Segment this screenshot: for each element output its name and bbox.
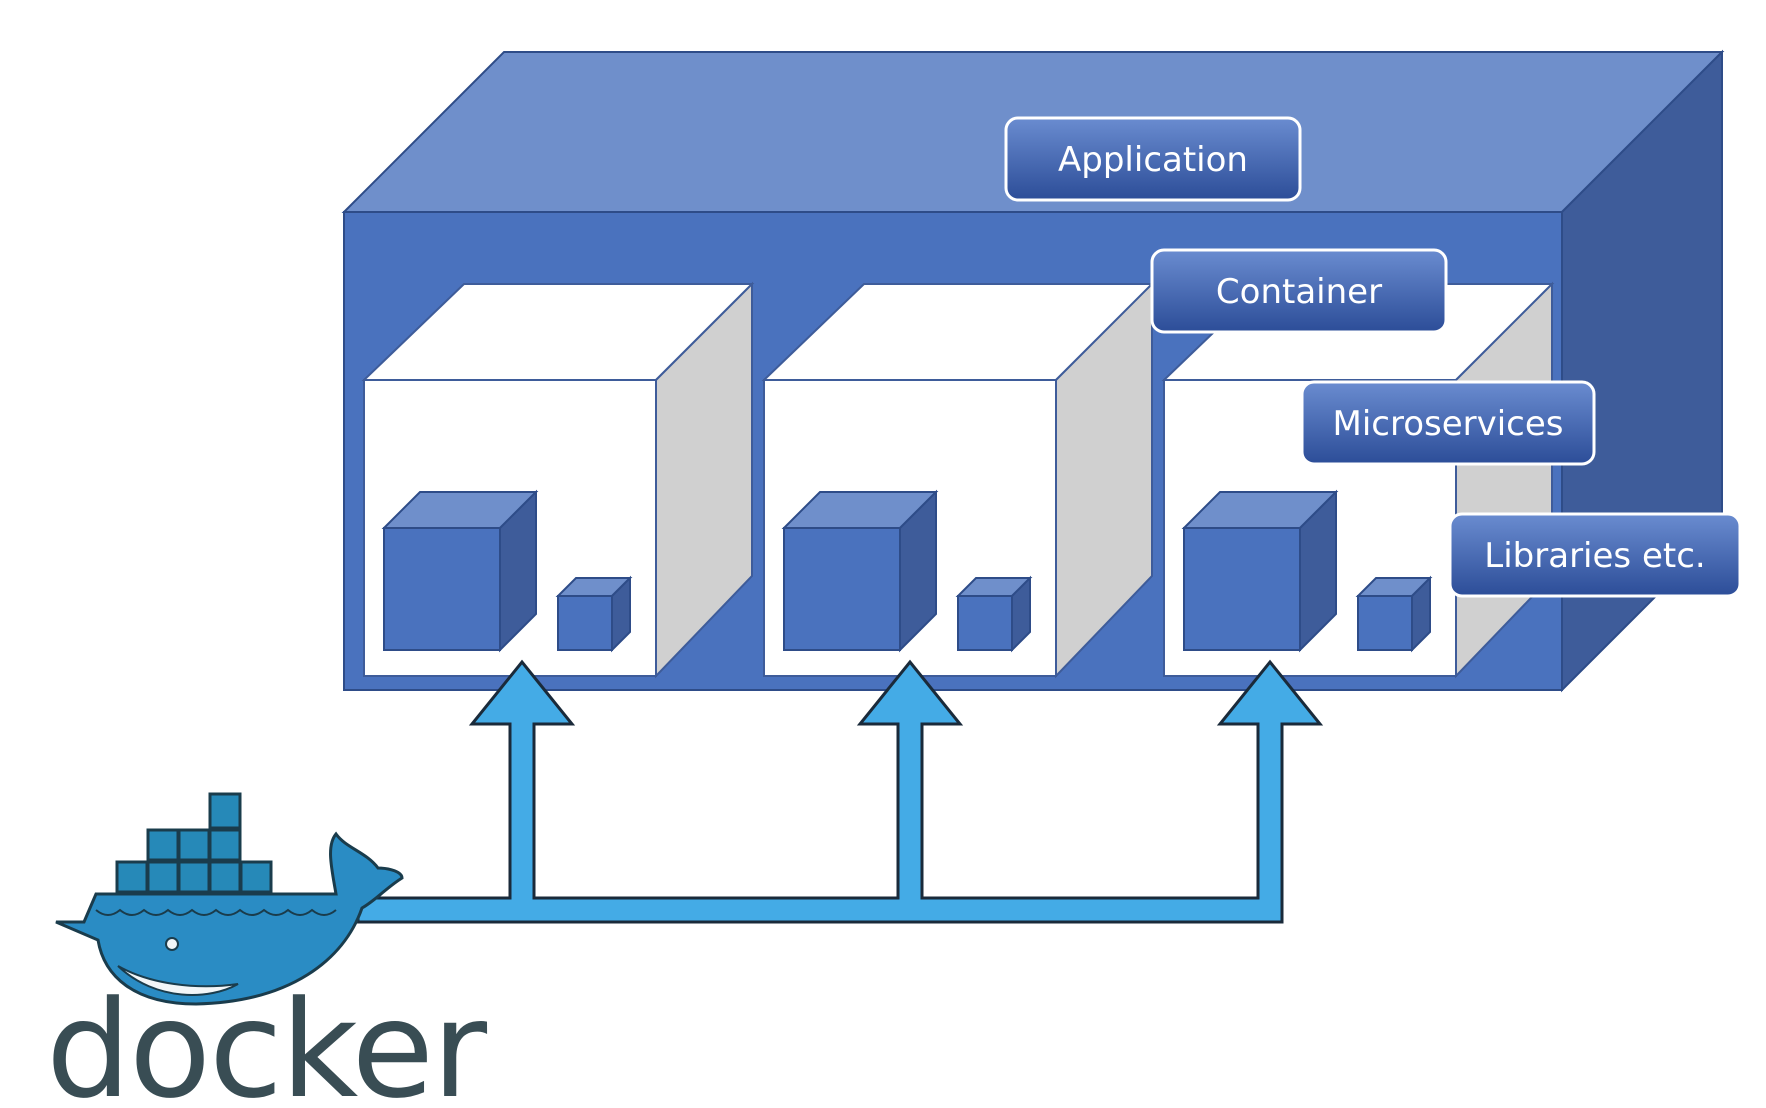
microservice-cube (381, 489, 539, 653)
container-box-3 (1161, 281, 1555, 679)
docker-whale-eye (165, 937, 179, 951)
microservice-cube (1181, 489, 1339, 653)
container-label: Container (1150, 248, 1448, 334)
library-cube (955, 575, 1033, 653)
library-cube (555, 575, 633, 653)
microservices-label: Microservices (1300, 380, 1596, 466)
docker-whale-body (55, 831, 404, 1006)
docker-whale-belly (117, 965, 239, 996)
docker-whale-waves (95, 908, 337, 916)
libraries-label: Libraries etc. (1448, 512, 1742, 598)
container-box-1 (361, 281, 755, 679)
container-label-text: Container (1216, 272, 1382, 312)
libraries-label-text: Libraries etc. (1484, 536, 1705, 576)
deploy-arrow-path (356, 659, 1324, 924)
library-cube (1355, 575, 1433, 653)
docker-crates (115, 792, 273, 894)
application-label-text: Application (1058, 140, 1248, 180)
microservice-cube (781, 489, 939, 653)
docker-wordmark: docker (46, 972, 488, 1108)
docker-logo: docker (46, 792, 490, 1108)
deployment-arrows (356, 659, 1324, 924)
microservices-label-text: Microservices (1332, 404, 1563, 444)
application-label: Application (1004, 116, 1302, 202)
container-box-2 (761, 281, 1155, 679)
